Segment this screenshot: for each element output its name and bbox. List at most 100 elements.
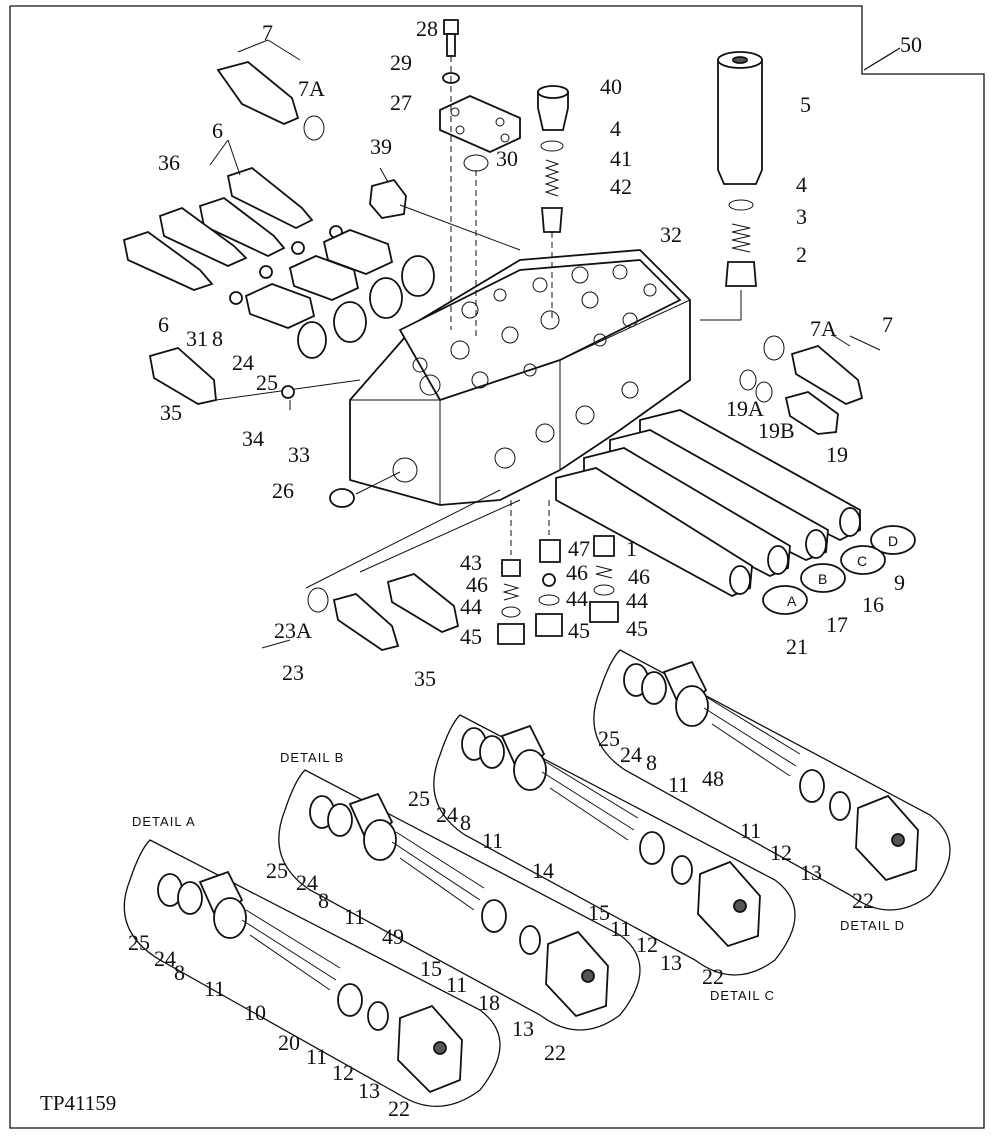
detail-b-11a: 11	[344, 904, 365, 929]
detail-a-8: 8	[174, 960, 185, 985]
valve-body	[349, 249, 691, 506]
callout-34: 34	[242, 426, 264, 451]
frame-border	[9, 5, 985, 1129]
detail-b-caption: DETAIL B	[280, 750, 344, 765]
detail-c-24: 24	[436, 802, 458, 827]
detail-d-11a: 11	[668, 772, 689, 797]
detail-d-25: 25	[598, 726, 620, 751]
detail-a-11b: 11	[306, 1044, 327, 1069]
detail-c-12: 12	[636, 932, 658, 957]
callout-45-right: 45	[626, 616, 648, 641]
detail-c-13: 13	[660, 950, 682, 975]
callout-6-lower: 6	[158, 312, 169, 337]
callout-50: 50	[900, 32, 922, 57]
callout-43: 43	[460, 550, 482, 575]
callout-24: 24	[232, 350, 254, 375]
detail-a-25: 25	[128, 930, 150, 955]
callout-33: 33	[288, 442, 310, 467]
detail-c-11b: 11	[610, 916, 631, 941]
callout-8: 8	[212, 326, 223, 351]
detail-b-11b: 11	[446, 972, 467, 997]
callout-19b: 19B	[758, 418, 795, 443]
callout-25: 25	[256, 370, 278, 395]
detail-c-group	[433, 714, 796, 976]
lower-cartridges	[261, 489, 521, 651]
callout-45-left: 45	[460, 624, 482, 649]
callout-3: 3	[796, 204, 807, 229]
callout-36: 36	[158, 150, 180, 175]
callout-39: 39	[370, 134, 392, 159]
callout-7a-left: 7A	[298, 76, 325, 101]
callout-19: 19	[826, 442, 848, 467]
detail-c-8: 8	[460, 810, 471, 835]
detail-b-24: 24	[296, 870, 318, 895]
detail-d-8: 8	[646, 750, 657, 775]
detail-d-24: 24	[620, 742, 642, 767]
left-valve-cartridges	[122, 39, 521, 508]
callout-4-top: 4	[610, 116, 621, 141]
detail-d-22: 22	[852, 888, 874, 913]
detail-c-caption: DETAIL C	[710, 988, 775, 1003]
callout-35-upper: 35	[160, 400, 182, 425]
callout-7a-right: 7A	[810, 316, 837, 341]
callout-6-upper: 6	[212, 118, 223, 143]
detail-a-13: 13	[358, 1078, 380, 1103]
drawing-code: TP41159	[40, 1091, 116, 1115]
plug-stacks	[497, 500, 619, 645]
long-cap-stack	[700, 51, 763, 321]
spool-assemblies	[555, 409, 916, 615]
detail-b-15: 15	[420, 956, 442, 981]
detail-a-24: 24	[154, 946, 176, 971]
spool-marker-a: A	[787, 593, 797, 609]
callout-46-left: 46	[466, 572, 488, 597]
detail-a-10: 10	[244, 1000, 266, 1025]
detail-d-48: 48	[702, 766, 724, 791]
callout-29: 29	[390, 50, 412, 75]
detail-b-49: 49	[382, 924, 404, 949]
callout-27: 27	[390, 90, 412, 115]
callout-42: 42	[610, 174, 632, 199]
detail-b-13: 13	[512, 1016, 534, 1041]
spool-marker-b: B	[818, 571, 827, 587]
callout-9: 9	[894, 570, 905, 595]
callout-31: 31	[186, 326, 208, 351]
detail-a-20: 20	[278, 1030, 300, 1055]
callout-17: 17	[826, 612, 848, 637]
callout-19a: 19A	[726, 396, 764, 421]
callout-44-left: 44	[460, 594, 482, 619]
detail-c-25: 25	[408, 786, 430, 811]
leader-50	[863, 47, 901, 71]
callout-labels: 28 29 27 30 40 4 41 42 50 5 4 3 2 7 7A 6…	[128, 16, 922, 1121]
right-valve-cartridges	[739, 335, 881, 435]
spool-marker-c: C	[857, 553, 867, 569]
callout-44-right: 44	[626, 588, 648, 613]
detail-d-group	[593, 649, 951, 911]
detail-c-15: 15	[588, 900, 610, 925]
callout-46-mid: 46	[566, 560, 588, 585]
callout-2: 2	[796, 242, 807, 267]
detail-d-11b: 11	[740, 818, 761, 843]
callout-5: 5	[800, 92, 811, 117]
callout-41: 41	[610, 146, 632, 171]
callout-23a: 23A	[274, 618, 312, 643]
cap-bolt-stack	[439, 19, 521, 340]
callout-32: 32	[660, 222, 682, 247]
detail-a-12: 12	[332, 1060, 354, 1085]
detail-b-22: 22	[544, 1040, 566, 1065]
relief-plug-stack	[537, 85, 569, 320]
detail-d-12: 12	[770, 840, 792, 865]
detail-a-caption: DETAIL A	[132, 814, 196, 829]
callout-44-mid: 44	[566, 586, 588, 611]
callout-1: 1	[626, 536, 637, 561]
callout-45-mid: 45	[568, 618, 590, 643]
callout-47: 47	[568, 536, 590, 561]
detail-c-22: 22	[702, 964, 724, 989]
callout-4-right: 4	[796, 172, 807, 197]
detail-d-13: 13	[800, 860, 822, 885]
callout-16: 16	[862, 592, 884, 617]
callout-7-left: 7	[262, 20, 273, 45]
callout-26: 26	[272, 478, 294, 503]
callout-28: 28	[416, 16, 438, 41]
detail-c-11a: 11	[482, 828, 503, 853]
